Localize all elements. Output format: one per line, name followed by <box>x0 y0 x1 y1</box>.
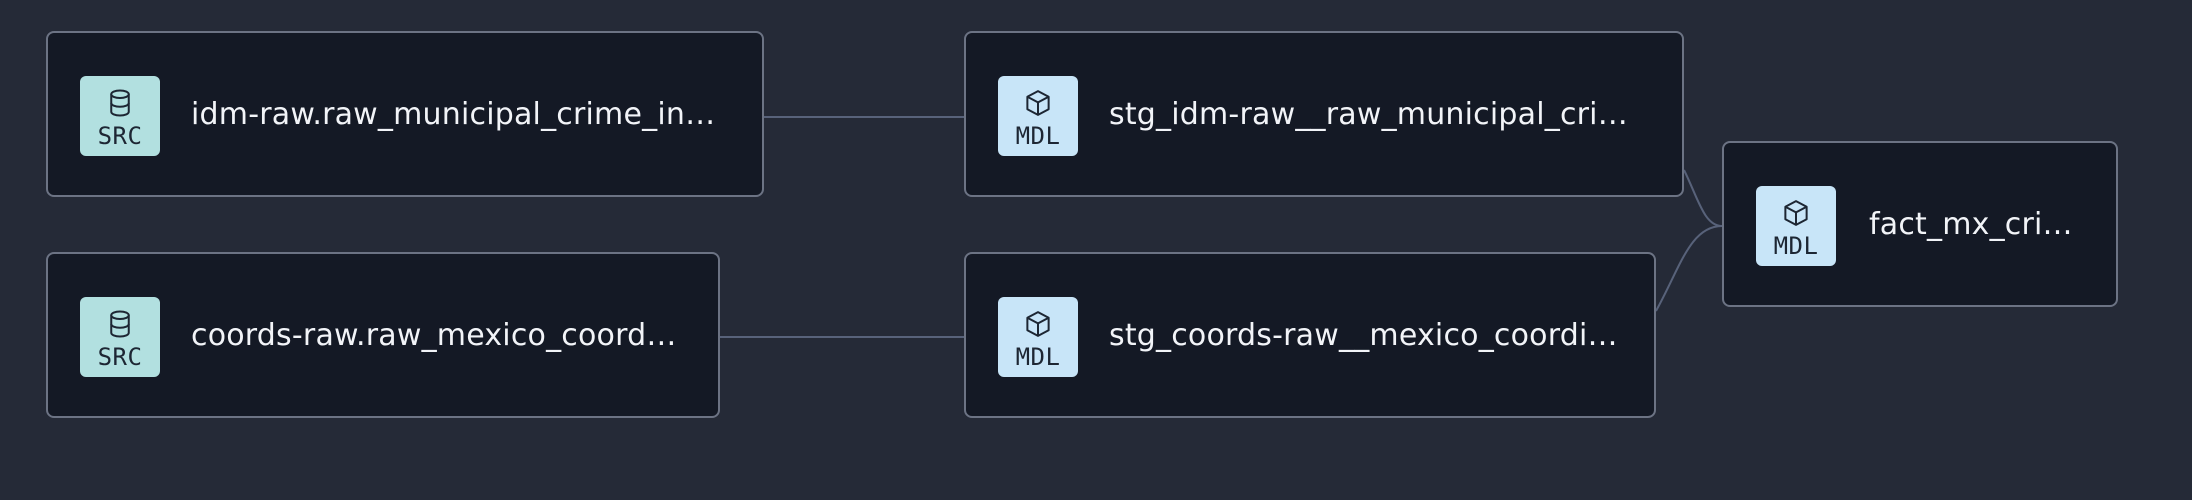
edge-stg-coords-to-fact <box>1655 225 1723 312</box>
node-stg-mexico-coordinates[interactable]: MDL stg_coords-raw__mexico_coordinates <box>964 252 1656 418</box>
badge-type-label: MDL <box>1015 122 1061 150</box>
node-fact-mx-crimes[interactable]: MDL fact_mx_crimes <box>1722 141 2118 307</box>
badge-type-label: MDL <box>1773 232 1819 260</box>
badge-type-label: SRC <box>97 343 143 371</box>
node-src-municipal-crime[interactable]: SRC idm-raw.raw_municipal_crime_incide… <box>46 31 764 197</box>
node-label: stg_coords-raw__mexico_coordinates <box>1109 317 1620 353</box>
cube-icon <box>1784 200 1808 226</box>
edge-stg-municipal-to-fact <box>1683 169 1723 227</box>
model-badge: MDL <box>998 297 1078 377</box>
source-badge: SRC <box>80 297 160 377</box>
node-src-mexico-coordinates[interactable]: SRC coords-raw.raw_mexico_coordinates <box>46 252 720 418</box>
node-label: fact_mx_crimes <box>1869 206 2082 242</box>
badge-type-label: SRC <box>97 122 143 150</box>
cube-icon <box>1026 90 1050 116</box>
node-stg-municipal-crime[interactable]: MDL stg_idm-raw__raw_municipal_crime_… <box>964 31 1684 197</box>
badge-type-label: MDL <box>1015 343 1061 371</box>
node-label: idm-raw.raw_municipal_crime_incide… <box>191 96 728 132</box>
model-badge: MDL <box>1756 186 1836 266</box>
cube-icon <box>1026 311 1050 337</box>
database-icon <box>110 310 130 338</box>
node-label: coords-raw.raw_mexico_coordinates <box>191 317 684 353</box>
node-label: stg_idm-raw__raw_municipal_crime_… <box>1109 96 1648 132</box>
source-badge: SRC <box>80 76 160 156</box>
model-badge: MDL <box>998 76 1078 156</box>
database-icon <box>110 89 130 117</box>
